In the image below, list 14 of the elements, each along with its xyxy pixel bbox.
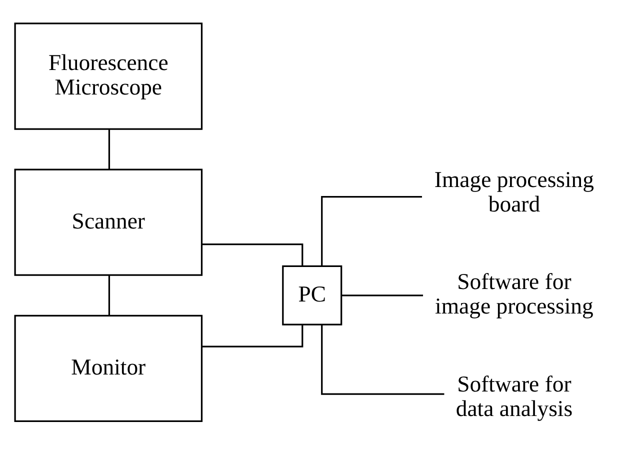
node-box: PC (282, 264, 342, 325)
connector (342, 294, 424, 296)
connector (202, 242, 304, 266)
connector (108, 275, 110, 316)
connector (202, 324, 304, 347)
node-box: Monitor (14, 314, 203, 422)
node-text: Software for image processing (435, 268, 594, 318)
node-text: Image processing board (434, 166, 594, 216)
connector (108, 128, 110, 169)
node-box: Scanner (14, 168, 203, 276)
node-box: Fluorescence Microscope (14, 22, 203, 130)
node-text: Software for data analysis (456, 370, 573, 420)
connector (321, 195, 422, 266)
connector (321, 324, 444, 394)
